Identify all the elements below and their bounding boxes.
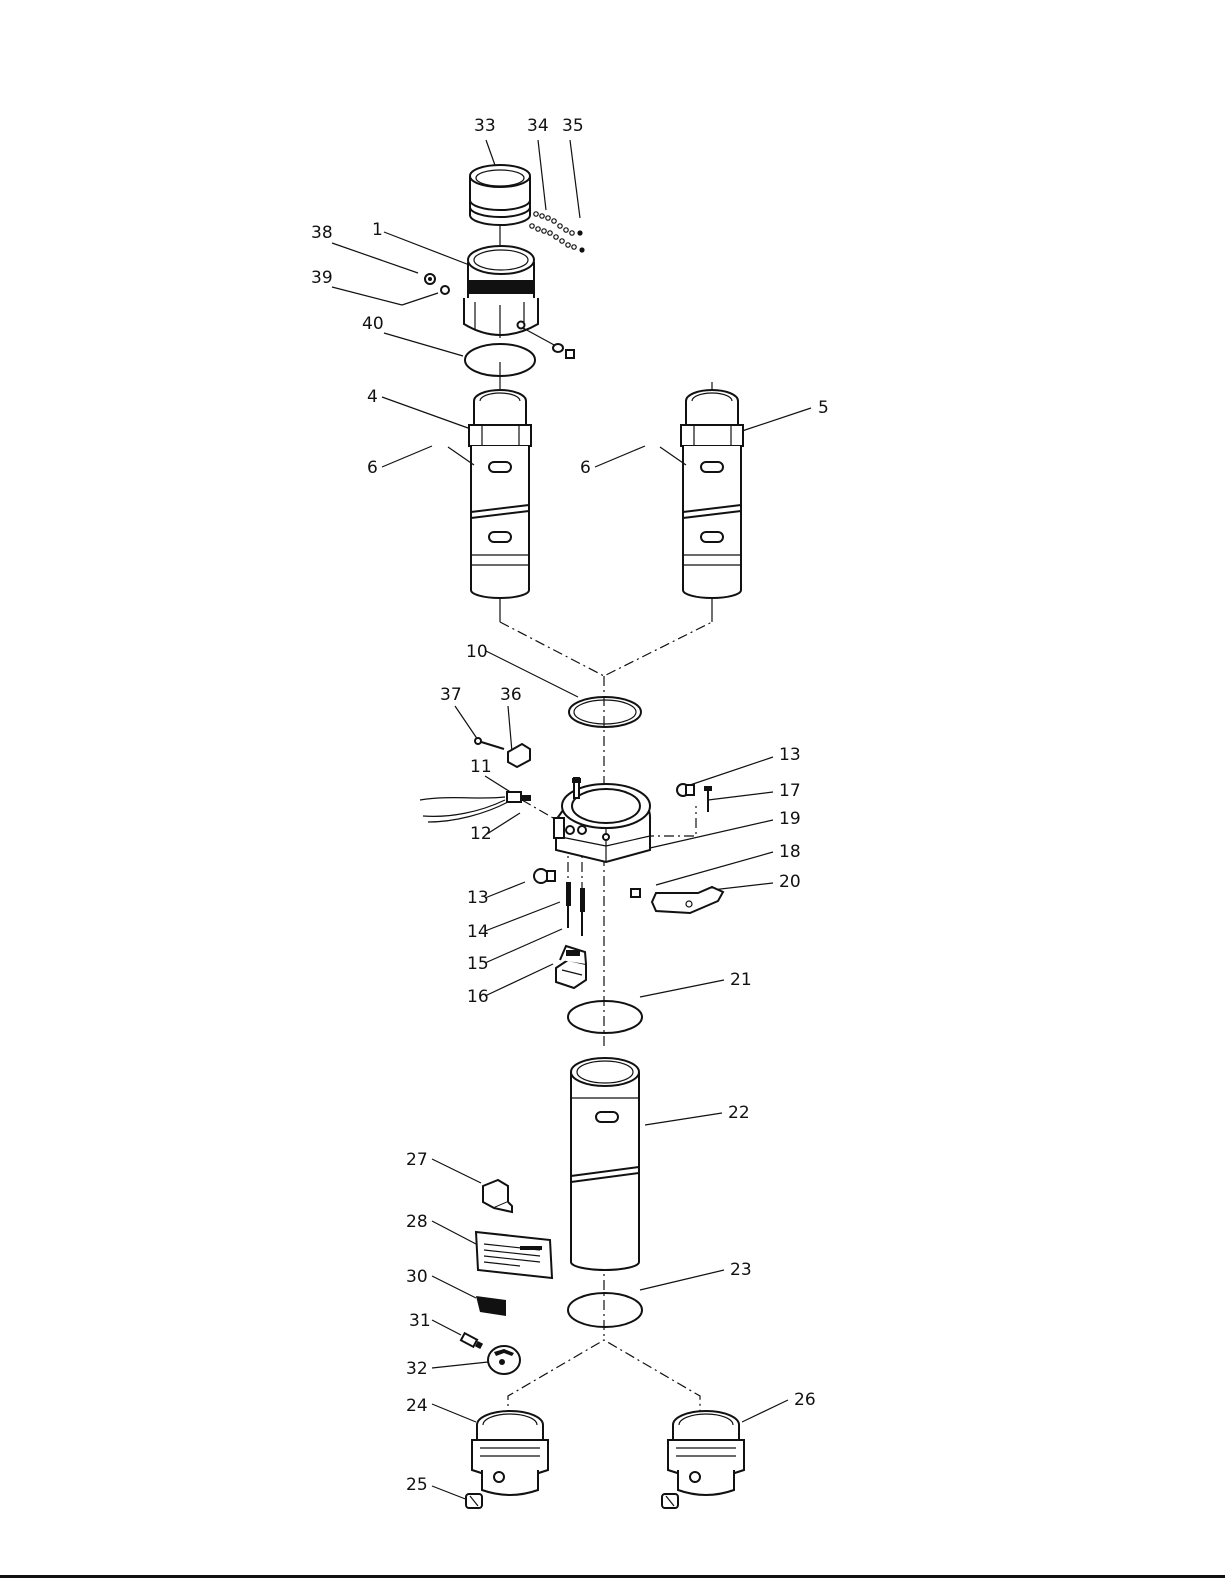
label-plate-part-28 bbox=[476, 1232, 552, 1278]
label-40: 40 bbox=[362, 314, 384, 334]
label-20: 20 bbox=[779, 872, 801, 892]
tube-part-5 bbox=[660, 390, 743, 598]
label-12: 12 bbox=[470, 824, 492, 844]
label-35: 35 bbox=[562, 116, 584, 136]
label-16: 16 bbox=[467, 987, 489, 1007]
cylinder-part-22 bbox=[571, 1058, 639, 1270]
springs-parts-14-15 bbox=[566, 882, 585, 936]
coupling-part-26 bbox=[662, 1411, 744, 1508]
label-26: 26 bbox=[794, 1390, 816, 1410]
gauge-part-32 bbox=[488, 1346, 520, 1374]
label-15: 15 bbox=[467, 954, 489, 974]
lever-part-20 bbox=[631, 887, 723, 913]
label-32: 32 bbox=[406, 1359, 428, 1379]
label-11: 11 bbox=[470, 757, 492, 777]
page-bottom-rule bbox=[0, 1575, 1225, 1578]
label-28: 28 bbox=[406, 1212, 428, 1232]
label-30: 30 bbox=[406, 1267, 428, 1287]
label-37: 37 bbox=[440, 685, 462, 705]
tube-part-4 bbox=[448, 390, 531, 598]
coupler-part-1 bbox=[425, 246, 574, 358]
label-24: 24 bbox=[406, 1396, 428, 1416]
label-22: 22 bbox=[728, 1103, 750, 1123]
coupling-part-24 bbox=[466, 1411, 548, 1508]
label-27: 27 bbox=[406, 1150, 428, 1170]
label-4: 4 bbox=[367, 387, 378, 407]
label-10: 10 bbox=[466, 642, 488, 662]
label-17: 17 bbox=[779, 781, 801, 801]
label-6: 6 bbox=[367, 458, 378, 478]
decal-part-30 bbox=[476, 1296, 506, 1316]
label-33: 33 bbox=[474, 116, 496, 136]
label-39: 39 bbox=[311, 268, 333, 288]
balls-parts-34-35 bbox=[530, 212, 585, 253]
o-ring-part-23 bbox=[568, 1293, 642, 1327]
label-34: 34 bbox=[527, 116, 549, 136]
label-36: 36 bbox=[500, 685, 522, 705]
o-ring-part-10 bbox=[569, 697, 641, 727]
label-38: 38 bbox=[311, 223, 333, 243]
label-18: 18 bbox=[779, 842, 801, 862]
stem-part-31 bbox=[461, 1333, 483, 1349]
label-1: 1 bbox=[372, 220, 383, 240]
sensor-parts-11-12 bbox=[420, 792, 531, 822]
screw-part-17 bbox=[704, 786, 712, 812]
label-6: 6 bbox=[580, 458, 591, 478]
switch-part-27 bbox=[483, 1180, 512, 1212]
label-14: 14 bbox=[467, 922, 489, 942]
label-5: 5 bbox=[818, 398, 829, 418]
label-31: 31 bbox=[409, 1311, 431, 1331]
valve-body-part-19 bbox=[554, 778, 650, 862]
o-ring-part-21 bbox=[568, 1001, 642, 1033]
label-23: 23 bbox=[730, 1260, 752, 1280]
latch-part-16 bbox=[556, 946, 586, 988]
label-21: 21 bbox=[730, 970, 752, 990]
ring-part-33 bbox=[470, 165, 530, 225]
label-25: 25 bbox=[406, 1475, 428, 1495]
label-13: 13 bbox=[779, 745, 801, 765]
label-19: 19 bbox=[779, 809, 801, 829]
